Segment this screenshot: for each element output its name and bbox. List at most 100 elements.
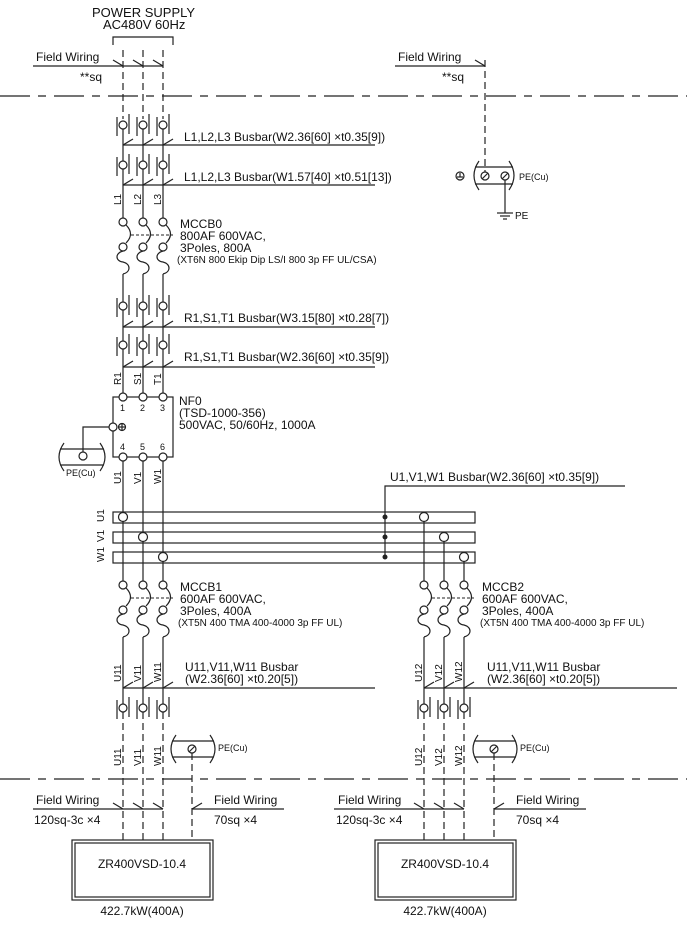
wire-tick	[413, 802, 425, 810]
mccb2-load-contact	[459, 605, 469, 615]
branch1-busbar-line1: U11,V11,W11 Busbar	[185, 660, 298, 674]
nf0-terminal-4: 4	[120, 442, 125, 452]
incoming-field-wiring-label: Field Wiring	[36, 50, 99, 64]
branch1-pe-bar-right-brace	[209, 734, 216, 764]
disc-branch1-1-terminal	[138, 703, 148, 713]
nf0-name: NF0	[179, 394, 202, 408]
mccb0-trip-element	[136, 250, 150, 275]
phase-label-v11: V11	[133, 665, 144, 682]
phase-label-u12: U12	[414, 663, 425, 682]
nf0-terminal-1: 1	[120, 403, 125, 413]
branch2-load-box-outer	[374, 839, 517, 901]
mccb0-line-contact	[138, 217, 148, 227]
mccb1-trip-element	[156, 613, 170, 638]
nf0-pe-bar-left-brace	[58, 442, 65, 472]
mccb1-line-contact	[158, 580, 168, 590]
mccb2-blade	[426, 587, 433, 607]
main-busbar-w1	[112, 551, 476, 564]
supply-bracket	[112, 36, 174, 45]
branch2-load-name: ZR400VSD-10.4	[401, 857, 489, 871]
pe-earth-label: PE	[515, 211, 529, 222]
mccb1-load-contact	[138, 605, 148, 615]
branch2-load-box-inner	[377, 842, 514, 898]
mccb1-load-contact	[118, 605, 128, 615]
mccb2-load-contact	[439, 605, 449, 615]
mccb2-trip-element	[457, 613, 471, 638]
phase-label-v1: V1	[133, 471, 144, 484]
busbar-connection	[438, 531, 450, 543]
disc-l3-terminal	[158, 120, 168, 130]
mccb0-line-contact	[118, 217, 128, 227]
phase-label-v11-lower: V11	[133, 749, 144, 766]
disc-l1-terminal	[118, 120, 128, 130]
busbar-connection	[458, 551, 470, 563]
mccb0-line-contact	[158, 217, 168, 227]
branch1-load-box-inner	[74, 842, 211, 898]
busbar-label-l1: L1,L2,L3 Busbar(W2.36[60] ×t0.35[9])	[184, 130, 385, 144]
busbar-label-r2: R1,S1,T1 Busbar(W2.36[60] ×t0.35[9])	[184, 350, 389, 364]
disc-s1b-terminal	[138, 340, 148, 350]
disc-l2b-terminal	[138, 160, 148, 170]
mccb2-trip-element	[437, 613, 451, 638]
supply-title: POWER SUPPLY	[92, 5, 195, 20]
mccb2-line-contact	[439, 580, 449, 590]
mccb0-blade	[145, 224, 152, 244]
bar-label-w1: W1	[96, 547, 107, 562]
mccb1-blade	[125, 587, 132, 607]
branch2-pe-size: 70sq ×4	[516, 813, 559, 827]
mccb1-name: MCCB1	[180, 580, 222, 594]
phase-label-v12: V12	[434, 664, 445, 682]
busbar-connection	[157, 551, 169, 563]
wire-tick	[191, 802, 203, 810]
branch1-load-rating: 422.7kW(400A)	[100, 904, 183, 918]
disc-s1-terminal	[138, 301, 148, 311]
phase-label-l2: L2	[133, 193, 144, 205]
branch1-pe-bar-left-brace	[170, 734, 177, 764]
mccb0-rating: 800AF 600VAC,	[180, 229, 266, 243]
pe-screw-slash	[188, 745, 196, 753]
mccb0-trip-element	[116, 250, 130, 275]
busbar-u-leader	[384, 485, 625, 557]
pe-field-wiring-label: Field Wiring	[398, 50, 461, 64]
busbar-tick	[142, 681, 154, 689]
nf0-input-terminal	[158, 392, 168, 402]
branch2-field-wiring-phase: Field Wiring	[338, 793, 401, 807]
mccb1-line-contact	[138, 580, 148, 590]
branch2-busbar-line1: U11,V11,W11 Busbar	[487, 660, 600, 674]
busbar-tick	[122, 681, 134, 689]
mccb1-blade	[165, 587, 172, 607]
branch2-load-rating: 422.7kW(400A)	[403, 904, 486, 918]
branch1-field-wiring-pe: Field Wiring	[214, 793, 277, 807]
branch1-pe-terminal-label: PE(Cu)	[218, 743, 248, 753]
busbar-connection	[117, 511, 129, 523]
disc-r1-terminal	[118, 301, 128, 311]
wire-tick	[152, 802, 164, 810]
busbar-tick	[162, 178, 174, 186]
disc-branch1-2-terminal	[158, 703, 168, 713]
mccb1-blade	[145, 587, 152, 607]
nf0-input-terminal	[138, 392, 148, 402]
busbar-tick	[142, 360, 154, 368]
mccb0-blade	[125, 224, 132, 244]
phase-label-t1: T1	[153, 373, 164, 385]
disc-t1-terminal	[158, 301, 168, 311]
phase-label-w1: W1	[153, 469, 164, 484]
busbar-tick	[162, 681, 174, 689]
mccb1-line-contact	[118, 580, 128, 590]
branch1-phase-size: 120sq-3c ×4	[34, 813, 101, 827]
busbar-connection	[137, 531, 149, 543]
pe-incoming-size: **sq	[442, 70, 464, 84]
nf0-terminal-6: 6	[160, 442, 165, 452]
busbar-tick	[162, 320, 174, 328]
nf0-pe-terminal-label: PE(Cu)	[66, 468, 96, 478]
busbar-tick	[443, 681, 455, 689]
mccb0-load-contact	[158, 242, 168, 252]
wire-tick	[474, 59, 486, 67]
wire-tick	[132, 59, 144, 67]
phase-label-w11: W11	[153, 662, 164, 682]
busbar-tick	[162, 360, 174, 368]
mccb1-poles: 3Poles, 400A	[180, 604, 251, 618]
mccb0-model: (XT6N 800 Ekip Dip LS/I 800 3p FF UL/CSA…	[177, 255, 377, 266]
branch1-busbar-line2: (W2.36[60] ×t0.20[5])	[185, 672, 298, 686]
pe-bar-main-left-brace	[473, 160, 480, 191]
